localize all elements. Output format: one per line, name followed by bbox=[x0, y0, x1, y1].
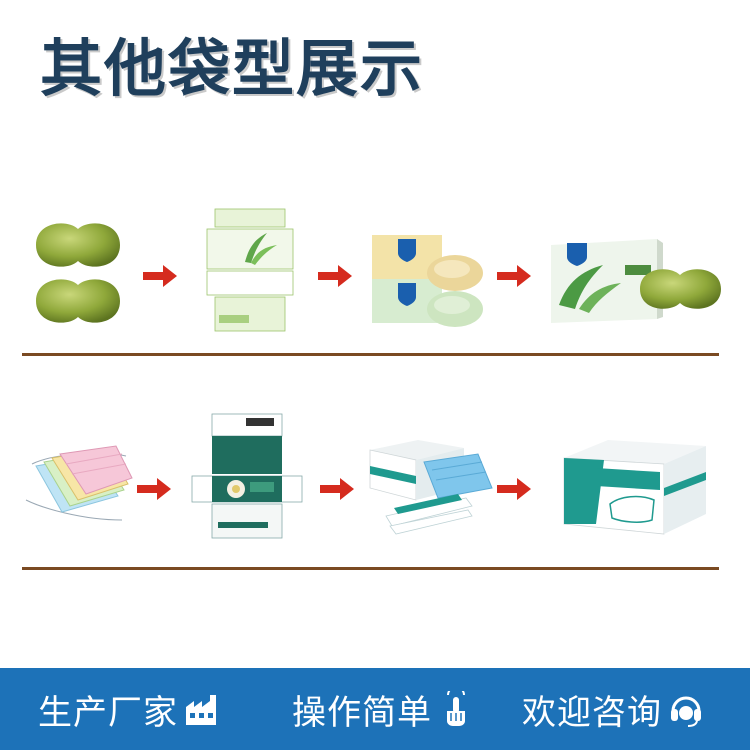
arrow-right-icon bbox=[137, 478, 171, 500]
headset-icon bbox=[671, 696, 701, 727]
soap-bars-image bbox=[36, 223, 120, 323]
feature-easy-operation: 操作简单 bbox=[292, 668, 474, 750]
arrow-right-icon bbox=[318, 265, 352, 287]
feature-manufacturer: 生产厂家 bbox=[38, 668, 220, 750]
soap-packaging-row bbox=[0, 205, 750, 345]
feature-label: 操作简单 bbox=[292, 692, 432, 733]
face-masks-image bbox=[25, 445, 133, 521]
feature-label: 生产厂家 bbox=[38, 692, 178, 733]
feature-label: 欢迎咨询 bbox=[522, 692, 662, 733]
factory-icon bbox=[186, 695, 216, 725]
mask-box-dieline-image bbox=[191, 413, 303, 539]
footer-bar: 生产厂家 操作简单 欢迎咨询 bbox=[0, 668, 750, 750]
arrow-right-icon bbox=[143, 265, 177, 287]
page-title: 其他袋型展示 bbox=[40, 32, 425, 105]
arrow-right-icon bbox=[497, 265, 531, 287]
feature-consultation: 欢迎咨询 bbox=[522, 668, 704, 750]
finished-mask-box-image bbox=[563, 440, 706, 535]
arrow-right-icon bbox=[497, 478, 531, 500]
section-divider bbox=[22, 353, 719, 356]
soap-box-dieline-image bbox=[205, 207, 295, 335]
finished-soap-box-image bbox=[551, 239, 721, 323]
mask-packaging-row bbox=[0, 410, 750, 550]
mask-box-open-image bbox=[369, 440, 493, 535]
soap-box-set-image bbox=[372, 235, 483, 327]
tap-hand-icon bbox=[447, 691, 465, 726]
section-divider bbox=[22, 567, 719, 570]
arrow-right-icon bbox=[320, 478, 354, 500]
